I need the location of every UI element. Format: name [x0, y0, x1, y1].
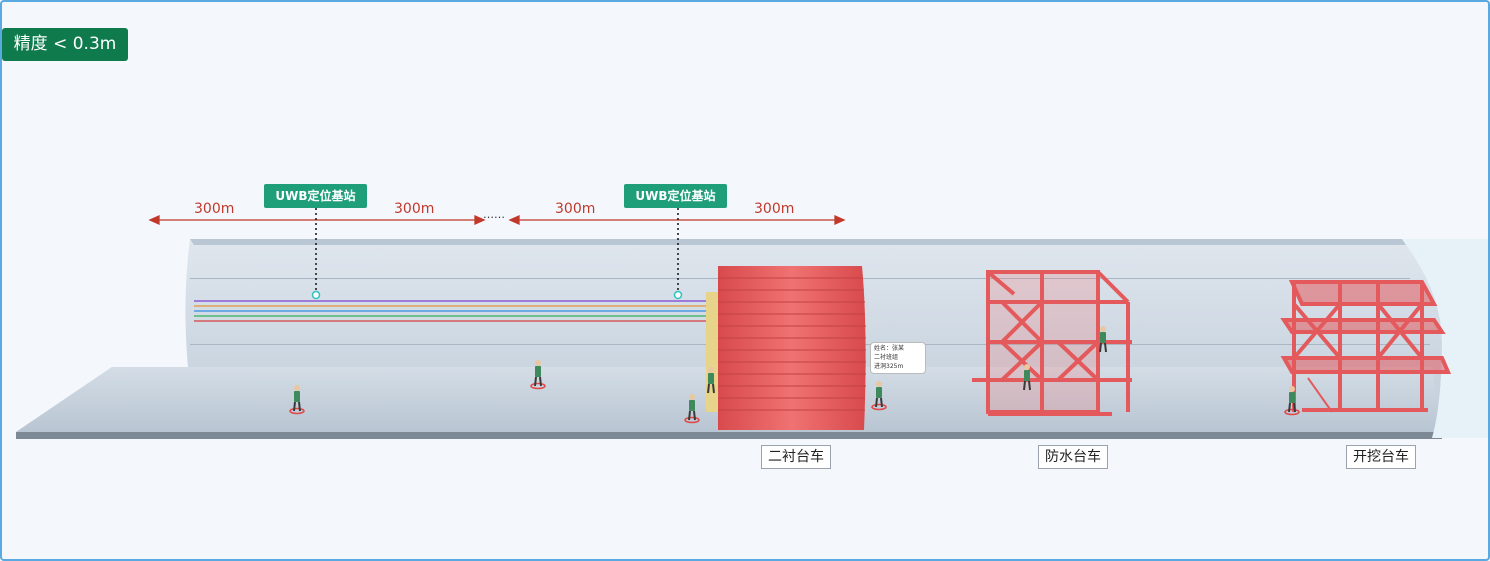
worker-5: [871, 381, 887, 411]
station-leader-2: [673, 208, 683, 300]
distance-label-3: 300m: [555, 201, 596, 217]
worker-7: [1099, 326, 1107, 353]
worker-3: [684, 394, 700, 424]
dimension-arrow-right: [508, 214, 846, 226]
worker-info-tooltip: 姓名：张某 二衬班组 进洞325m: [870, 342, 926, 374]
label-excavation-trolley: 开挖台车: [1346, 445, 1416, 469]
worker-6: [1023, 364, 1031, 391]
station-leader-1: [311, 208, 321, 300]
lining-trolley-graphic: [706, 266, 866, 430]
worker-2: [530, 360, 546, 390]
distance-label-4: 300m: [754, 201, 795, 217]
dimension-arrow-left: [148, 214, 486, 226]
waterproof-trolley-graphic: [972, 270, 1132, 416]
worker-name: 姓名：张某: [874, 345, 905, 352]
distance-label-2: 300m: [394, 201, 435, 217]
worker-team: 二衬班组: [874, 354, 899, 361]
label-lining-trolley: 二衬台车: [761, 445, 831, 469]
uwb-base-station-tag-2: UWB定位基站: [624, 184, 727, 208]
worker-distance: 进洞325m: [874, 363, 904, 370]
distance-label-1: 300m: [194, 201, 235, 217]
tunnel-face: [1402, 239, 1488, 438]
uwb-base-station-tag-1: UWB定位基站: [264, 184, 367, 208]
excavation-trolley-graphic: [1280, 280, 1452, 413]
label-waterproof-trolley: 防水台车: [1038, 445, 1108, 469]
worker-8: [1284, 386, 1300, 416]
accuracy-badge: 精度 < 0.3m: [2, 28, 128, 61]
worker-4: [707, 367, 715, 394]
cable-bundle: [194, 300, 714, 322]
gap-ellipsis: ……: [483, 208, 505, 221]
worker-1: [289, 385, 305, 415]
